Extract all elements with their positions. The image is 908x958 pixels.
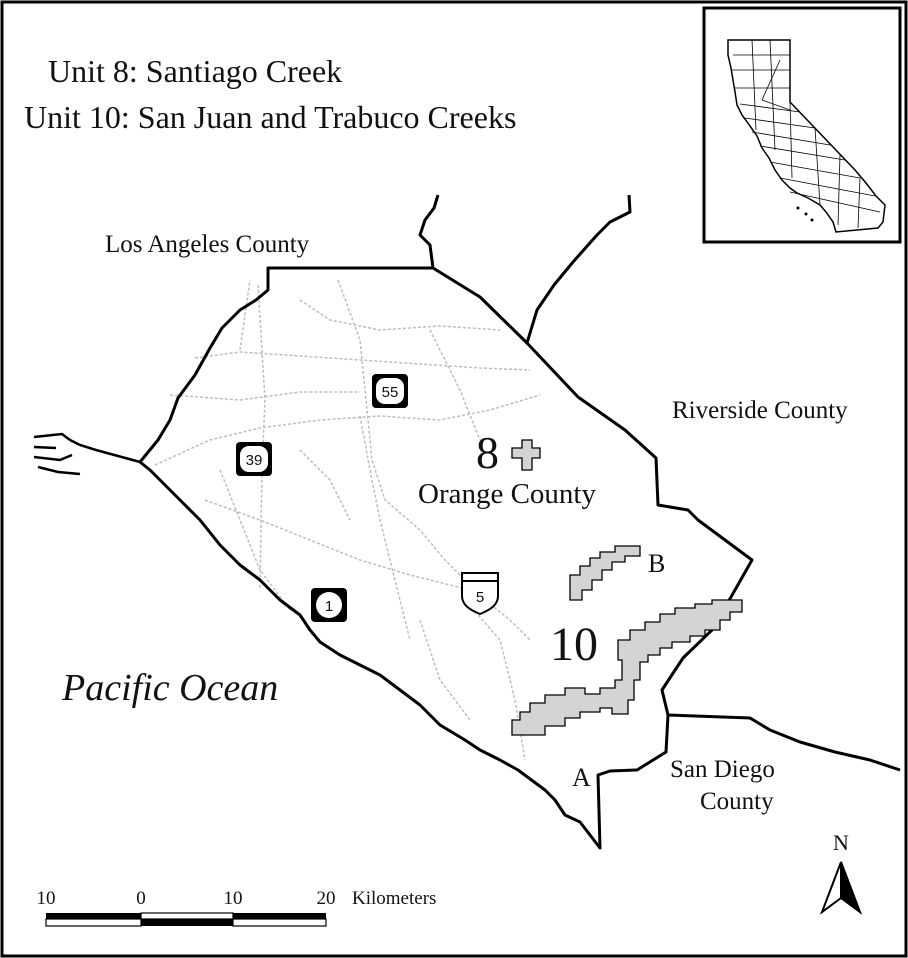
- road-network: [154, 279, 541, 761]
- orange-county-label: Orange County: [418, 478, 596, 510]
- highway-39-label: 39: [246, 452, 263, 469]
- county-boundaries: [138, 194, 901, 850]
- california-inset: [702, 6, 902, 244]
- la-riverside-boundary: [418, 194, 440, 269]
- highway-55-label: 55: [382, 384, 399, 401]
- riverside-boundary-north: [525, 194, 632, 344]
- north-arrow-label: N: [833, 830, 849, 855]
- subunit-b-label: B: [648, 549, 665, 578]
- unit-10-label: 10: [550, 618, 598, 671]
- scale-bar: 10 0 10 20 Kilometers: [37, 888, 436, 927]
- san-diego-county-label-line1: San Diego: [670, 756, 775, 783]
- orange-county-boundary: [138, 266, 754, 850]
- critical-habitat-units: [511, 439, 743, 736]
- highway-39-shield: 39: [236, 442, 272, 476]
- scale-tick-label: 0: [136, 888, 146, 909]
- unit-10a-polygon: [511, 599, 743, 736]
- interstate-5-shield: 5: [461, 572, 499, 616]
- coastline: [33, 432, 141, 476]
- san-diego-county-label-line2: County: [700, 788, 774, 815]
- san-diego-boundary: [667, 713, 901, 772]
- highway-1-label: 1: [325, 598, 333, 615]
- los-angeles-county-label: Los Angeles County: [105, 231, 310, 258]
- riverside-county-label: Riverside County: [672, 397, 848, 424]
- scale-tick-label: 10: [37, 888, 56, 909]
- highway-55-shield: 55: [372, 374, 408, 408]
- pacific-ocean-label: Pacific Ocean: [61, 667, 278, 709]
- map-title-line2: Unit 10: San Juan and Trabuco Creeks: [24, 99, 516, 135]
- interstate-5-label: 5: [476, 589, 484, 606]
- north-arrow: N: [819, 830, 863, 915]
- scale-tick-label: 20: [317, 888, 336, 909]
- highway-1-shield: 1: [311, 588, 347, 622]
- unit-10b-polygon: [569, 545, 641, 601]
- scale-unit-label: Kilometers: [352, 888, 436, 909]
- subunit-a-label: A: [572, 763, 591, 792]
- map-title-line1: Unit 8: Santiago Creek: [48, 53, 342, 89]
- unit-8-label: 8: [476, 427, 499, 478]
- unit-8-polygon: [511, 439, 541, 471]
- scale-tick-label: 10: [224, 888, 243, 909]
